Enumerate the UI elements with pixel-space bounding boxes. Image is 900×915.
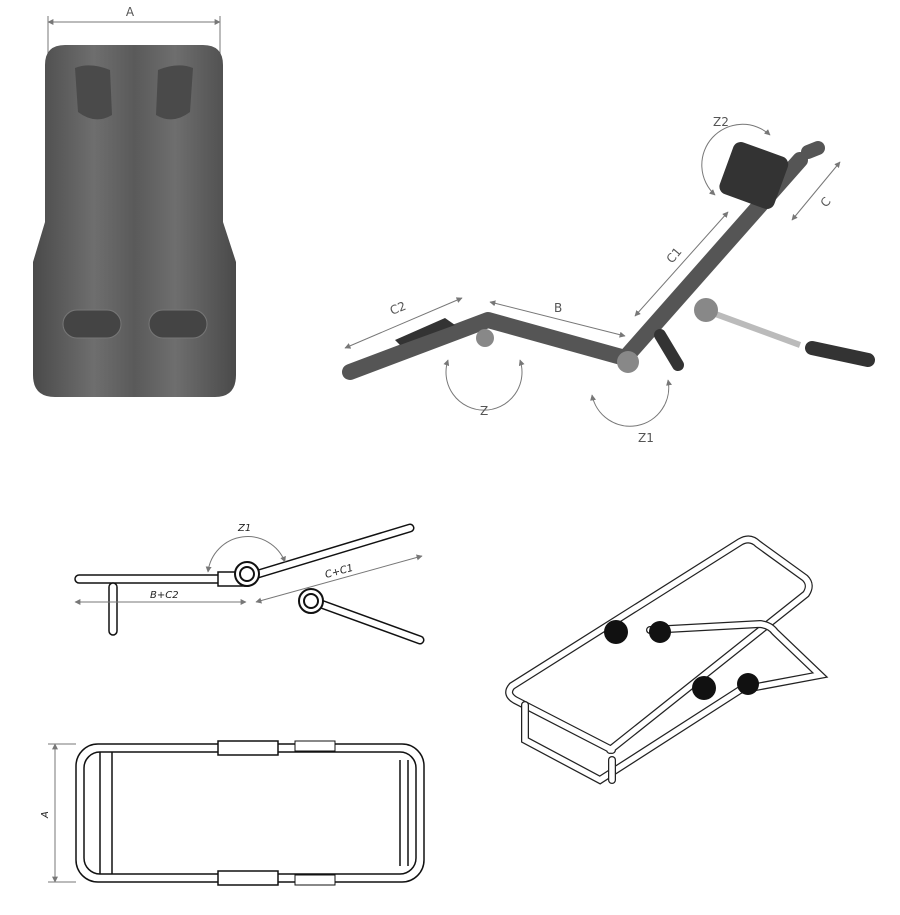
label-z1: Z1 xyxy=(237,523,251,534)
label-z1: Z1 xyxy=(638,431,654,445)
footrest-bar xyxy=(805,341,875,367)
label-c-c1: C+C1 xyxy=(324,563,355,581)
label-z2: Z2 xyxy=(713,115,729,129)
seat-side-view: C1 C B C2 Z Z1 Z2 xyxy=(342,115,875,445)
shoulder-strap-right xyxy=(156,65,193,120)
dimension-a-label: A xyxy=(126,5,135,19)
frame-top-view: A xyxy=(40,740,425,886)
dimension-a-label: A xyxy=(40,811,51,819)
label-c1: C1 xyxy=(664,245,685,266)
headrest xyxy=(719,141,789,209)
belt-slot-right xyxy=(148,309,208,339)
frame-side-view: Z1 B+C2 C+C1 xyxy=(74,523,425,645)
label-z: Z xyxy=(480,404,488,418)
belt-slot-left xyxy=(62,309,122,339)
shoulder-strap-left xyxy=(75,65,112,120)
frame-isometric xyxy=(505,535,829,785)
label-c: C xyxy=(818,195,834,210)
label-b: B xyxy=(554,301,562,315)
label-c2: C2 xyxy=(388,299,408,318)
hinge-knob xyxy=(604,620,628,644)
seat-front-view: A xyxy=(33,5,236,397)
label-b-c2: B+C2 xyxy=(150,590,179,601)
seat-pad xyxy=(33,45,236,397)
